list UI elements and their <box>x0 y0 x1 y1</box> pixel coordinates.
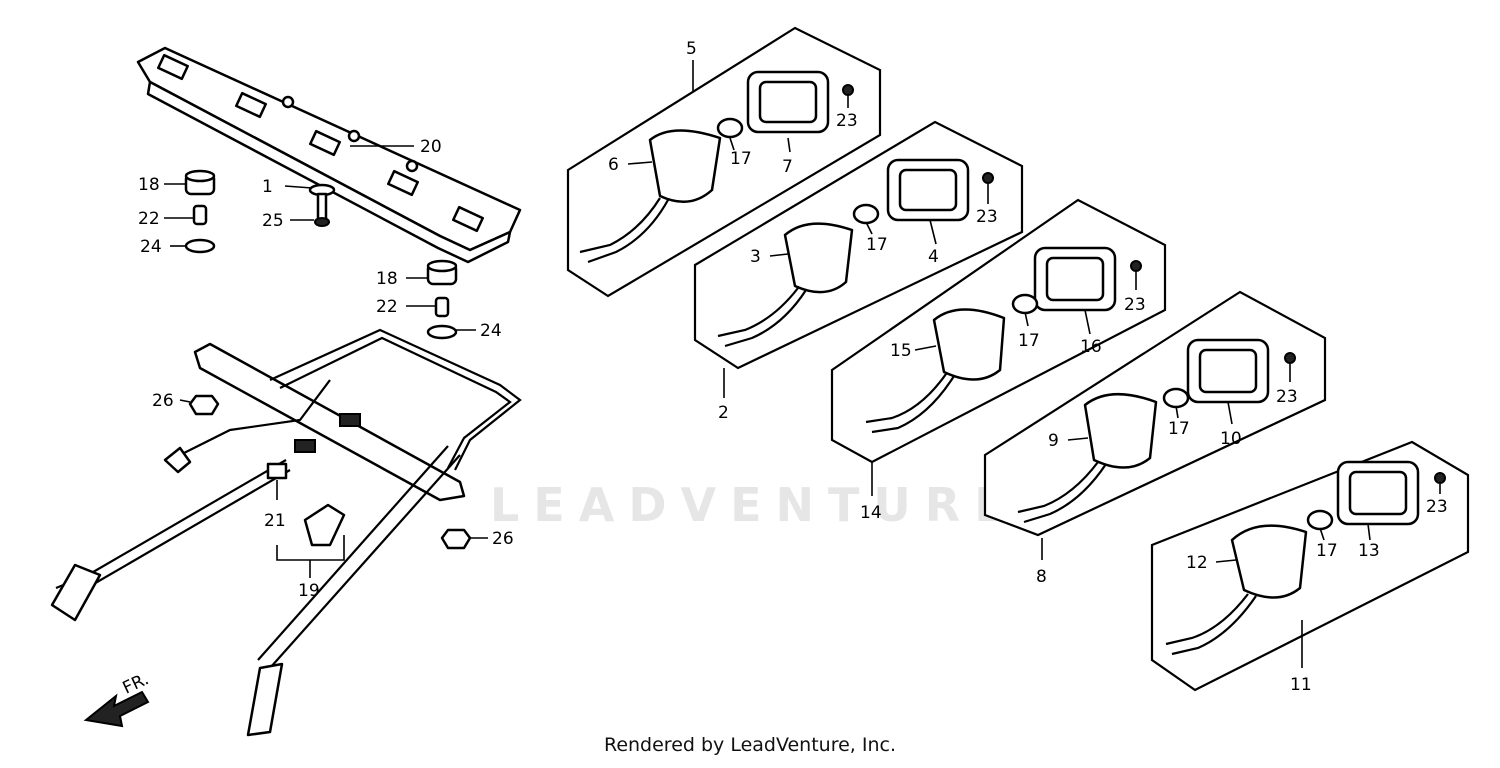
turn-signal-panel-11[interactable] <box>1150 440 1470 692</box>
callout-14[interactable]: 14 <box>860 503 882 523</box>
callout-20[interactable]: 20 <box>420 137 442 157</box>
callout-3[interactable]: 3 <box>750 247 761 267</box>
callout-23b[interactable]: 23 <box>976 207 998 227</box>
callout-11[interactable]: 11 <box>1290 675 1312 695</box>
callout-16[interactable]: 16 <box>1080 337 1102 357</box>
callout-6[interactable]: 6 <box>608 155 619 175</box>
nut-lower[interactable] <box>440 528 472 550</box>
callout-18b[interactable]: 18 <box>376 269 398 289</box>
callout-24[interactable]: 24 <box>140 237 162 257</box>
grommet-stack-left[interactable] <box>184 169 216 254</box>
turn-signal-panel-14[interactable] <box>830 198 1167 464</box>
callout-17d[interactable]: 17 <box>1168 419 1190 439</box>
callout-17e[interactable]: 17 <box>1316 541 1338 561</box>
callout-12[interactable]: 12 <box>1186 553 1208 573</box>
callout-25[interactable]: 25 <box>262 211 284 231</box>
callout-21[interactable]: 21 <box>264 511 286 531</box>
svg-text:FR.: FR. <box>120 669 152 698</box>
callout-22[interactable]: 22 <box>138 209 160 229</box>
callout-18[interactable]: 18 <box>138 175 160 195</box>
mounting-bar[interactable] <box>136 46 522 264</box>
callout-10[interactable]: 10 <box>1220 429 1242 449</box>
callout-13[interactable]: 13 <box>1358 541 1380 561</box>
turn-signal-panel-5[interactable] <box>566 26 882 298</box>
callout-2[interactable]: 2 <box>718 403 729 423</box>
carrier-frame[interactable] <box>50 328 522 737</box>
callout-7[interactable]: 7 <box>782 157 793 177</box>
bolt-assembly[interactable] <box>308 183 336 227</box>
callout-17b[interactable]: 17 <box>866 235 888 255</box>
callout-23d[interactable]: 23 <box>1276 387 1298 407</box>
callout-17c[interactable]: 17 <box>1018 331 1040 351</box>
callout-9[interactable]: 9 <box>1048 431 1059 451</box>
callout-26b[interactable]: 26 <box>492 529 514 549</box>
callout-24b[interactable]: 24 <box>480 321 502 341</box>
turn-signal-panel-8[interactable] <box>983 290 1327 537</box>
callout-19[interactable]: 19 <box>298 581 320 601</box>
front-direction-arrow: FR. <box>83 669 152 728</box>
callout-17[interactable]: 17 <box>730 149 752 169</box>
callout-1[interactable]: 1 <box>262 177 273 197</box>
callout-22b[interactable]: 22 <box>376 297 398 317</box>
turn-signal-panel-2[interactable] <box>693 120 1024 370</box>
grommet-stack-right[interactable] <box>426 259 458 340</box>
callout-15[interactable]: 15 <box>890 341 912 361</box>
leader-lines <box>164 60 1441 668</box>
callout-23[interactable]: 23 <box>836 111 858 131</box>
callout-5[interactable]: 5 <box>686 39 697 59</box>
callout-numbers: 20 1 25 18 22 24 18 22 24 26 26 21 19 5 … <box>138 39 1448 695</box>
callout-4[interactable]: 4 <box>928 247 939 267</box>
watermark-text: LEADVENTURE <box>490 478 1020 532</box>
nut-upper[interactable] <box>188 394 220 416</box>
callout-23e[interactable]: 23 <box>1426 497 1448 517</box>
callout-8[interactable]: 8 <box>1036 567 1047 587</box>
footer-credit: Rendered by LeadVenture, Inc. <box>603 734 897 756</box>
callout-23c[interactable]: 23 <box>1124 295 1146 315</box>
callout-26[interactable]: 26 <box>152 391 174 411</box>
